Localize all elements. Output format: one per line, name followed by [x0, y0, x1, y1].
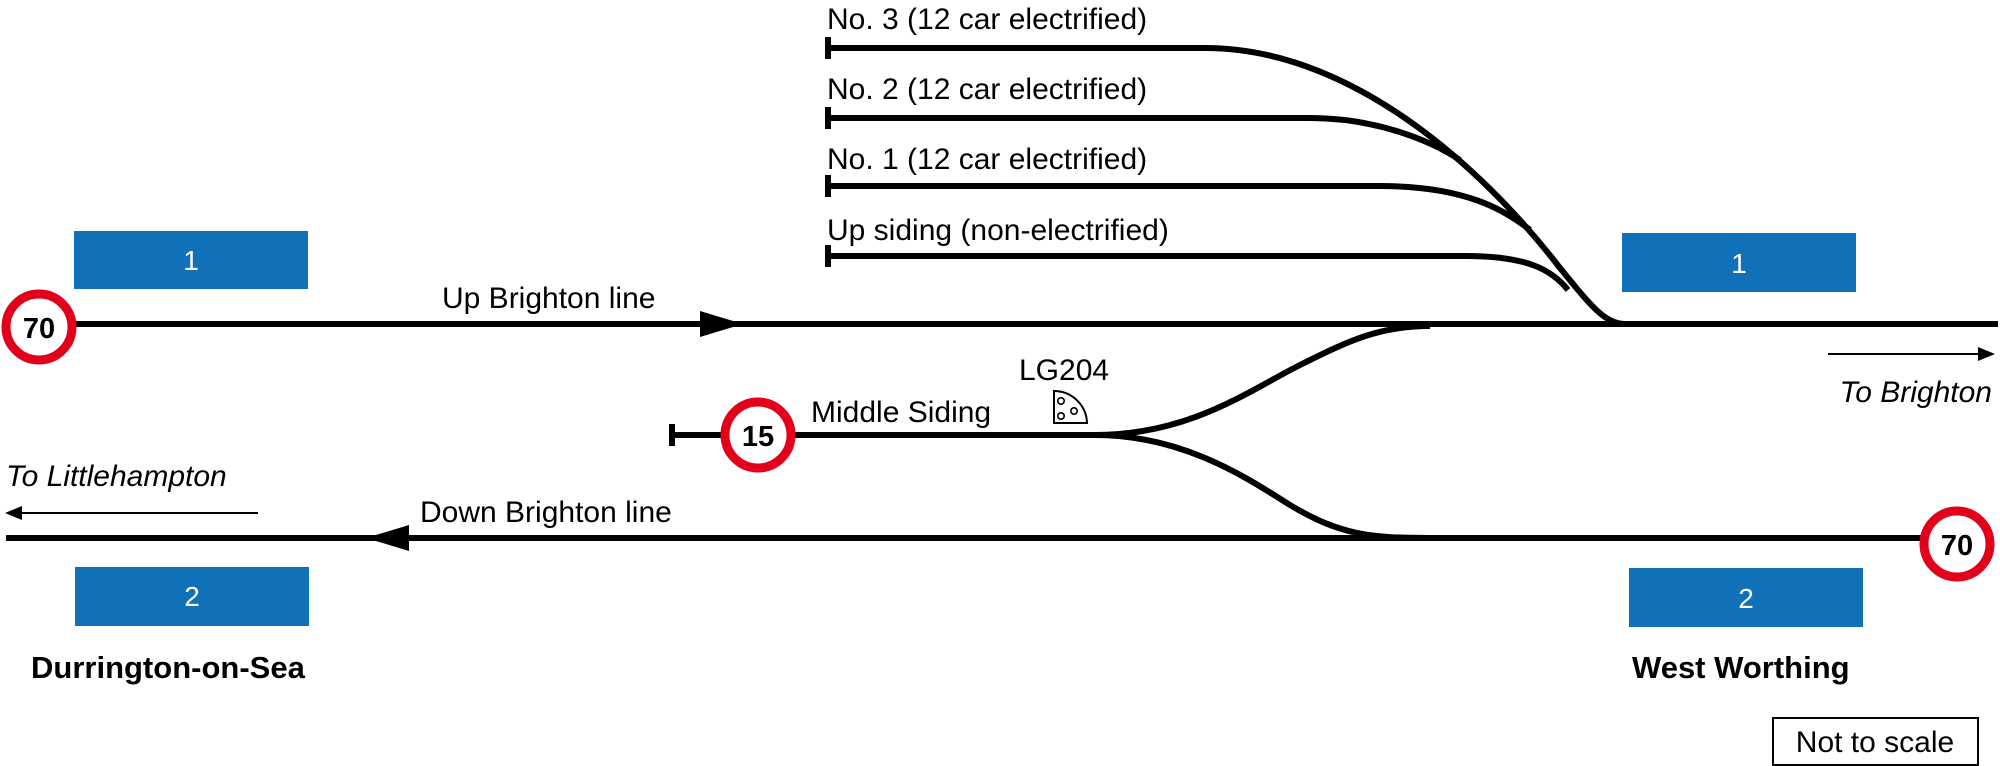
platform-east-down: 2 — [1629, 568, 1863, 627]
speed-limit-value: 15 — [742, 421, 774, 453]
platform-west-up: 1 — [74, 231, 308, 289]
scale-note: Not to scale — [1772, 717, 1979, 766]
up-direction-arrowhead — [700, 311, 743, 337]
station-west-worthing: West Worthing — [1632, 650, 1850, 685]
siding-no3 — [828, 45, 1626, 327]
siding-no2-label: No. 2 (12 car electrified) — [827, 73, 1147, 106]
to-brighton-label: To Brighton — [1840, 376, 1992, 409]
speed-limit-value: 70 — [1941, 530, 1973, 562]
up-siding — [828, 253, 1571, 292]
speed-limit-value: 70 — [23, 313, 55, 345]
platform-number: 2 — [1738, 583, 1754, 614]
up-line-label: Up Brighton line — [442, 282, 655, 315]
platform-number: 2 — [184, 581, 200, 612]
scale-note-text: Not to scale — [1796, 726, 1954, 759]
siding-no2 — [828, 115, 1462, 163]
speed-limit-middle: 15 — [720, 397, 796, 473]
platform-number: 1 — [183, 245, 199, 276]
down-line-label: Down Brighton line — [420, 496, 672, 529]
siding-no3-label: No. 3 (12 car electrified) — [827, 3, 1147, 36]
platform-west-down: 2 — [75, 567, 309, 626]
to-littlehampton-label: To Littlehampton — [6, 460, 227, 493]
middle-siding-down-connection — [1094, 432, 1431, 541]
signal-label: LG204 — [1019, 354, 1109, 387]
middle-siding-label: Middle Siding — [811, 396, 991, 429]
ground-signal-icon — [1053, 389, 1089, 424]
arrow-left-icon — [5, 506, 22, 520]
up-siding-label: Up siding (non-electrified) — [827, 214, 1169, 247]
platform-east-up: 1 — [1622, 233, 1856, 292]
speed-limit-up-start: 70 — [1, 289, 77, 365]
station-durrington: Durrington-on-Sea — [31, 650, 306, 685]
siding-no1 — [828, 183, 1532, 233]
direction-to-littlehampton: To Littlehampton — [5, 460, 258, 520]
siding-no1-label: No. 1 (12 car electrified) — [827, 143, 1147, 176]
middle-siding-up-connection — [1094, 323, 1431, 438]
direction-to-brighton: To Brighton — [1828, 347, 1995, 409]
signal-lg204 — [1053, 389, 1089, 424]
down-direction-arrowhead — [366, 525, 409, 551]
speed-limit-down-end: 70 — [1919, 506, 1995, 582]
arrow-right-icon — [1978, 347, 1995, 361]
platform-number: 1 — [1731, 248, 1747, 279]
